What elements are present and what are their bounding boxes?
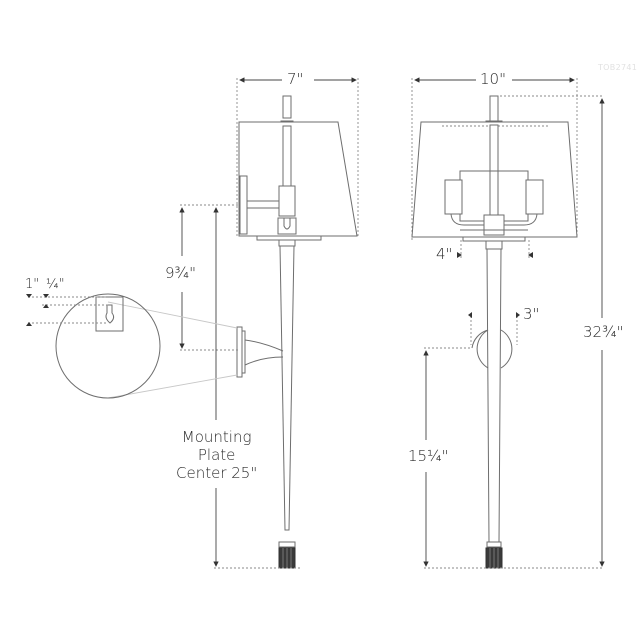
mount-height-label: 15¼" <box>408 447 449 465</box>
front-width-label: 10" <box>480 70 506 88</box>
keyhole-offset-label: ¼" <box>46 277 65 292</box>
drawing-code: TOB2741 <box>598 63 638 72</box>
mounting-plate-line-1: Mounting <box>181 428 252 446</box>
base-width-label: 4" <box>436 245 453 263</box>
arm-height-label: 9¾" <box>165 264 196 282</box>
side-view <box>107 77 359 569</box>
mounting-plate-line-3: Center 25" <box>176 464 258 482</box>
backplate-top-offset-label: 1" <box>25 277 40 292</box>
side-width-label: 7" <box>287 70 304 88</box>
overall-height-label: 32¾" <box>583 323 624 341</box>
backplate-width-label: 3" <box>523 305 540 323</box>
mounting-plate-label: Mounting Plate Center 25" <box>176 428 258 482</box>
front-view <box>411 77 605 569</box>
backplate-detail <box>26 293 161 399</box>
mounting-plate-line-2: Plate <box>197 446 236 464</box>
